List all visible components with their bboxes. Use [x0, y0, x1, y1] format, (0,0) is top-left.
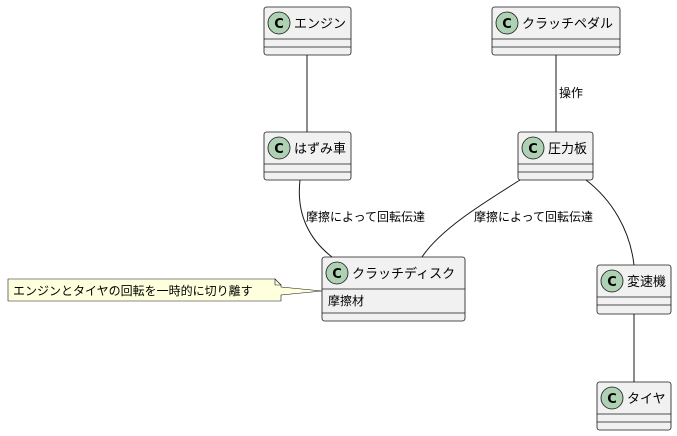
- class-badge-icon: [267, 11, 291, 35]
- note-text: エンジンとタイヤの回転を一時的に切り離す: [13, 283, 253, 298]
- edge-label-plate-disc: 摩擦によって回転伝達: [474, 209, 593, 224]
- class-badge-icon: [521, 136, 545, 160]
- class-flywheel[interactable]: C はずみ車: [263, 131, 352, 181]
- note: エンジンとタイヤの回転を一時的に切り離す: [7, 278, 323, 302]
- edge-label-pedal-plate: 操作: [559, 85, 583, 100]
- class-badge-letter: C: [607, 392, 617, 407]
- edge-plate-disc: [421, 179, 521, 258]
- class-clutch-pedal[interactable]: C クラッチペダル: [491, 6, 621, 56]
- class-name: 変速機: [627, 274, 666, 290]
- class-clutch-disc[interactable]: C クラッチディスク 摩擦材: [321, 256, 466, 322]
- class-badge-icon: [267, 136, 291, 160]
- class-name: はずみ車: [294, 142, 346, 157]
- class-badge-icon: [325, 261, 349, 285]
- class-badge-letter: C: [274, 142, 284, 157]
- class-engine[interactable]: C エンジン: [263, 6, 352, 56]
- class-badge-letter: C: [607, 275, 617, 290]
- class-name: エンジン: [294, 17, 346, 32]
- class-badge-icon: [600, 269, 624, 293]
- class-badge-letter: C: [332, 267, 342, 282]
- class-badge-icon: [600, 386, 624, 410]
- note-fold: [274, 278, 282, 286]
- class-badge-icon: [495, 11, 519, 35]
- class-badge-letter: C: [528, 142, 538, 157]
- class-name: クラッチペダル: [522, 17, 613, 32]
- class-name: クラッチディスク: [352, 266, 455, 282]
- class-name: タイヤ: [627, 392, 666, 407]
- class-attribute: 摩擦材: [328, 293, 364, 308]
- class-transmission[interactable]: C 変速機: [596, 264, 672, 315]
- class-name: 圧力板: [548, 142, 587, 157]
- class-pressure-plate[interactable]: C 圧力板: [517, 131, 594, 181]
- edge-plate-transmission: [585, 179, 635, 266]
- class-badge-letter: C: [502, 17, 512, 32]
- class-tire[interactable]: C タイヤ: [596, 381, 672, 431]
- edge-flywheel-disc: [298, 179, 333, 258]
- class-badge-letter: C: [274, 17, 284, 32]
- edge-label-flywheel-disc: 摩擦によって回転伝達: [306, 209, 425, 224]
